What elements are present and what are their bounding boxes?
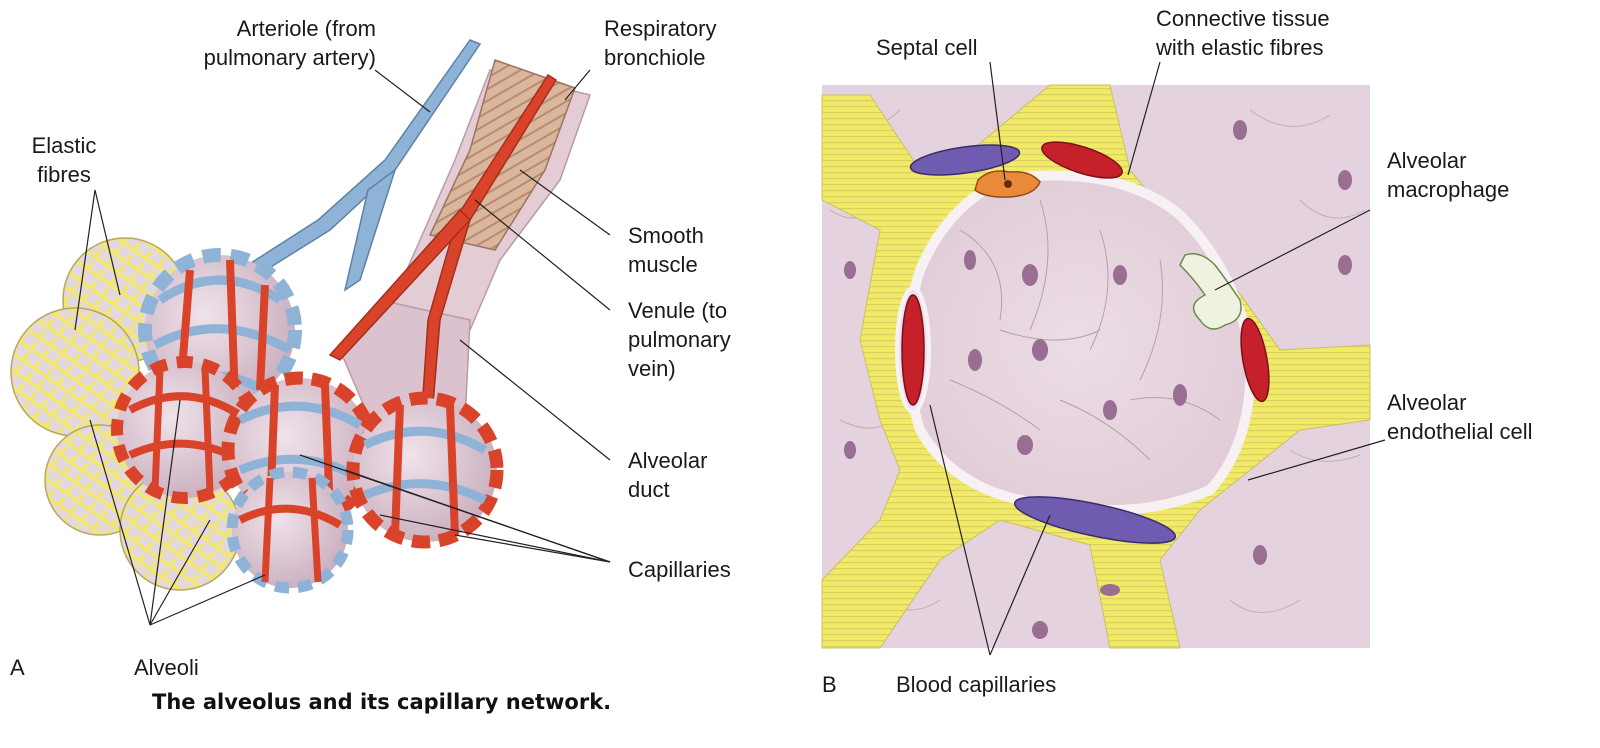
label-alveolar-endothelial-cell: Alveolar endothelial cell <box>1387 388 1533 446</box>
venule-branch <box>328 208 472 361</box>
label-alveolar-duct-line-1: Alveolar <box>628 448 708 473</box>
label-smooth-muscle-line-1: Smooth <box>628 223 704 248</box>
wbc-top-left <box>909 144 1021 176</box>
leader-capillaries-2 <box>379 514 611 563</box>
leader-alveoli-4 <box>149 574 266 626</box>
label-connective-tissue-line-2: with elastic fibres <box>1156 35 1324 60</box>
capillary-alveolus-4 <box>226 466 354 594</box>
leader-elastic-1 <box>74 189 96 331</box>
label-venule-line-3: vein) <box>628 356 676 381</box>
label-alveolar-duct-line-2: duct <box>628 477 670 502</box>
label-alveolar-macrophage-line-2: macrophage <box>1387 177 1510 202</box>
label-septal-cell: Septal cell <box>876 35 978 60</box>
label-alveolar-duct: Alveolar duct <box>628 446 707 504</box>
rbc-top <box>1041 141 1123 179</box>
label-smooth-muscle-line-2: muscle <box>628 252 698 277</box>
label-alveolar-endothelial-cell-line-2: endothelial cell <box>1387 419 1533 444</box>
leader-blood-capillaries-1 <box>929 404 991 656</box>
label-elastic-fibres: Elastic fibres <box>18 131 110 189</box>
label-respiratory-bronchiole-line-2: bronchiole <box>604 45 706 70</box>
leader-alveoli-3 <box>149 519 211 626</box>
leader-macrophage <box>1214 209 1371 291</box>
label-venule-line-1: Venule (to <box>628 298 728 323</box>
leader-blood-capillaries-2 <box>989 514 1051 656</box>
label-alveolar-endothelial-cell-line-1: Alveolar <box>1387 390 1467 415</box>
capillary-alveolus-5 <box>346 391 504 549</box>
label-alveolar-macrophage: Alveolar macrophage <box>1387 146 1509 204</box>
label-venule-line-2: pulmonary <box>628 327 731 352</box>
leader-alveoli-1 <box>89 419 151 626</box>
panel-a-illustration <box>10 39 591 594</box>
leader-arteriole <box>374 69 431 113</box>
leader-endothelial-cell <box>1247 439 1386 481</box>
panel-b-letter: B <box>822 672 837 697</box>
panel-a-leader-lines <box>74 69 611 626</box>
label-capillaries: Capillaries <box>628 557 731 582</box>
panel-a-letter: A <box>10 655 25 680</box>
leader-connective-tissue <box>1127 61 1161 176</box>
leader-alveoli-2 <box>149 399 181 626</box>
leader-venule <box>474 199 611 311</box>
leader-elastic-2 <box>94 189 121 296</box>
label-arteriole-line-1: Arteriole (from <box>236 16 376 41</box>
leader-bronchiole <box>564 69 591 101</box>
label-venule: Venule (to pulmonary vein) <box>628 296 731 383</box>
label-alveoli: Alveoli <box>134 655 199 680</box>
label-elastic-fibres-line-1: Elastic <box>31 133 97 158</box>
label-connective-tissue: Connective tissue with elastic fibres <box>1156 4 1330 62</box>
label-respiratory-bronchiole: Respiratory bronchiole <box>604 14 716 72</box>
label-alveolar-macrophage-line-1: Alveolar <box>1387 148 1467 173</box>
leader-septal-cell <box>989 61 1006 181</box>
label-blood-capillaries: Blood capillaries <box>896 672 1057 697</box>
label-respiratory-bronchiole-line-1: Respiratory <box>604 16 717 41</box>
leader-alveolar-duct <box>459 339 611 461</box>
wbc-bottom <box>1013 496 1177 544</box>
alveolar-macrophage <box>1179 253 1242 330</box>
label-arteriole-line-2: pulmonary artery) <box>203 45 376 70</box>
leader-smooth-muscle <box>519 169 611 236</box>
label-smooth-muscle: Smooth muscle <box>628 221 704 279</box>
arteriole-branch <box>343 168 397 292</box>
label-arteriole: Arteriole (from pulmonary artery) <box>176 14 376 72</box>
panel-b-illustration <box>821 84 1371 649</box>
panel-b-leader-lines <box>929 61 1386 656</box>
leader-capillaries-4 <box>344 469 611 563</box>
rbc-right <box>1240 317 1270 403</box>
leader-capillaries-3 <box>454 534 611 563</box>
label-elastic-fibres-line-2: fibres <box>37 162 91 187</box>
figure-caption: The alveolus and its capillary network. <box>152 690 612 714</box>
rbc-left <box>895 286 931 414</box>
label-connective-tissue-line-1: Connective tissue <box>1156 6 1330 31</box>
